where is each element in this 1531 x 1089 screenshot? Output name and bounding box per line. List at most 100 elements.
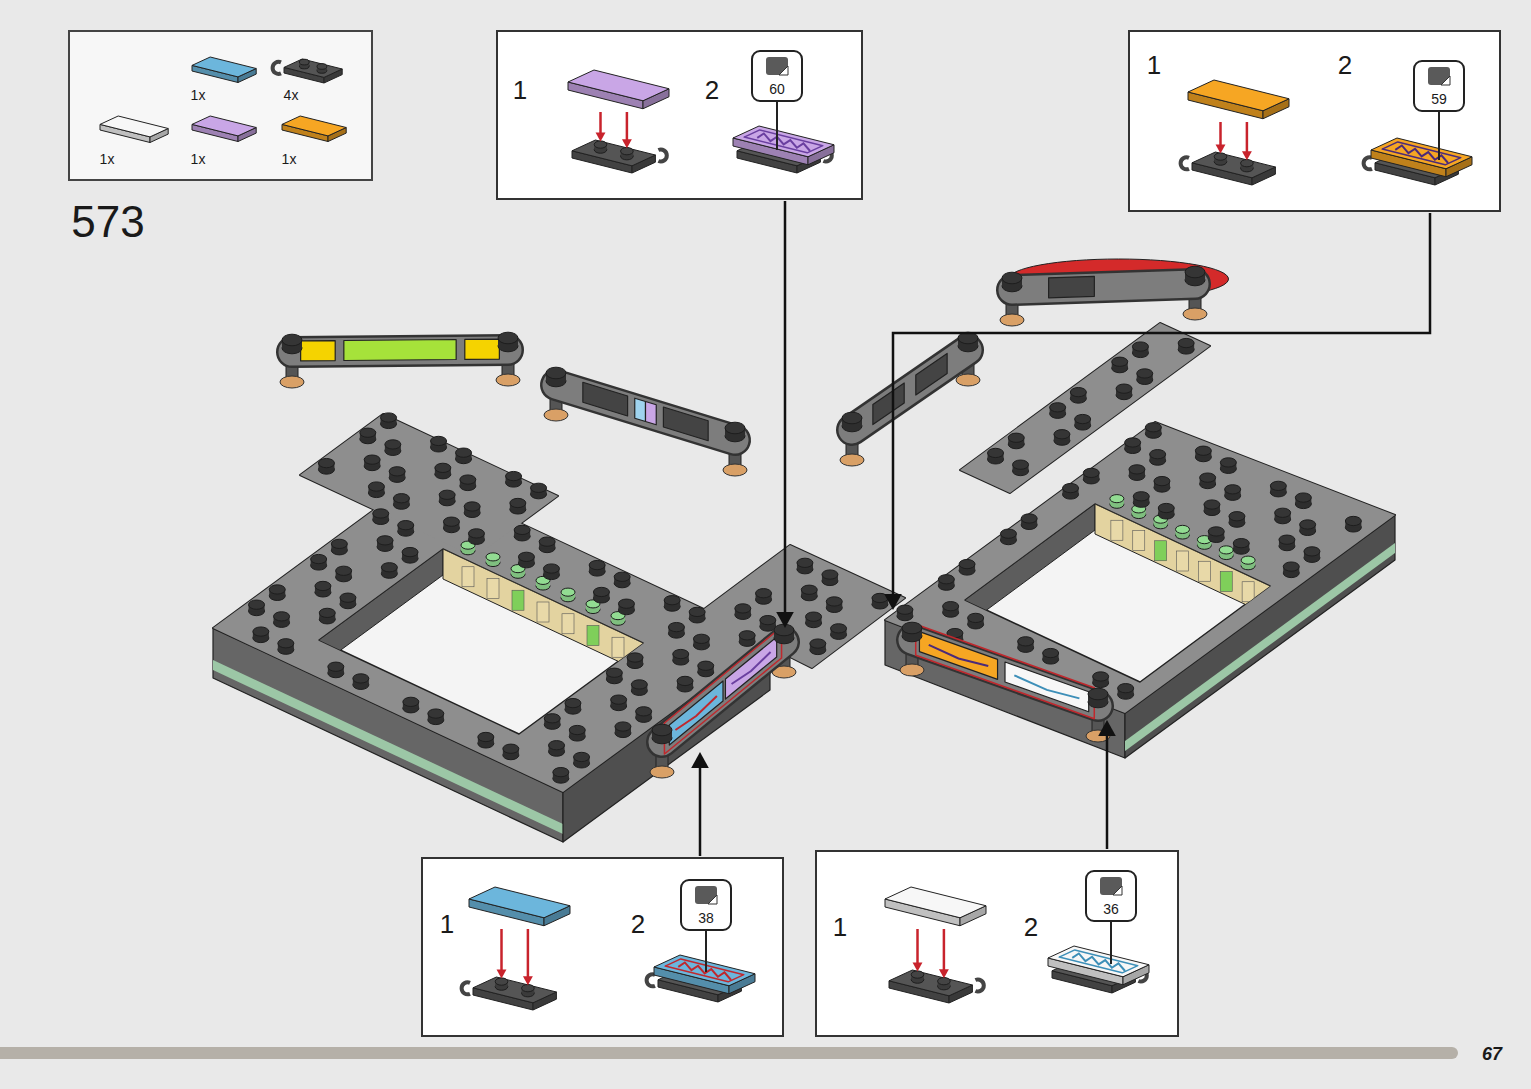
stud-top [1178,338,1194,347]
sticker-leader [705,931,707,972]
stickered-tile [654,955,755,986]
stud-top [1129,465,1145,474]
press-arrow [500,929,503,973]
stud-top [621,148,634,155]
sticker-print [1059,950,1138,973]
stud-top [1110,495,1124,503]
stud-top [668,622,684,631]
round-base [280,376,304,388]
stud-top [398,521,414,530]
press-arrow [1219,122,1222,148]
sticker-leader [1110,922,1112,964]
round-base [650,766,674,778]
arrowhead [497,970,507,979]
stud-top [389,467,405,476]
leader-line [699,766,702,856]
plate-top [885,422,1395,713]
stud-top [1208,527,1224,536]
arrowhead [1098,720,1116,736]
stud-top [1043,648,1059,657]
parts-list-box: 1x4x1x1x1x [68,30,373,181]
opening-walls [319,549,643,673]
stud-top [514,525,530,534]
bar-tile [1005,662,1089,712]
stud-top [1054,430,1070,439]
stud-top [739,631,755,640]
sticker-icon-curl [779,66,788,75]
stud-top [1279,535,1295,544]
part-quantity: 1x [282,152,297,166]
bar-tile [583,382,628,416]
stud-top [959,559,975,568]
stud-top [677,676,693,685]
inner-wall [319,549,443,666]
stud-top [1204,500,1220,509]
stud-top [574,752,590,761]
sub-step-number: 1 [513,77,527,103]
round-base [496,374,520,386]
part-quantity: 1x [191,88,206,102]
clip [273,62,281,74]
sticker-number: 59 [1431,92,1447,106]
leader-line [784,201,787,614]
stud-top [1195,446,1211,455]
stud-top [518,552,534,561]
press-arrow [1246,122,1249,154]
arrowhead [1216,145,1226,154]
stud-top [1116,384,1132,393]
part-tile [100,116,168,137]
bar-tile [873,383,904,425]
stud-top [627,653,643,662]
stud-top [1021,514,1037,523]
stud-top [611,695,627,704]
press-arrow [943,929,946,972]
stickered-tile [1371,138,1472,169]
bar [1012,284,1195,290]
stud-top [1295,493,1311,502]
stud-top [569,725,585,734]
stud-top [318,458,334,467]
part-tile [192,57,256,77]
page-progress-bar [0,1047,1458,1059]
sub-step-number: 2 [705,77,719,103]
stud-top [1304,547,1320,556]
sticker-number-box: 59 [1413,60,1465,112]
stud-top [831,624,847,633]
sticker-number: 38 [698,911,714,925]
sticker-icon [1100,877,1122,895]
plate-opening [965,504,1270,682]
stud-top [689,607,705,616]
part-tile [282,116,346,136]
round-base [544,409,568,421]
stud-top [673,649,689,658]
stud-top [1219,546,1233,554]
stud-top [760,615,776,624]
stud-top [1220,458,1236,467]
stud-top [1270,481,1286,490]
sub-build-art [682,881,734,933]
stud-top [531,483,547,492]
inner-brick [1220,572,1232,592]
stud-top [1137,369,1153,378]
inner-wall [1095,504,1270,616]
round-base [1183,308,1207,320]
stud-top [1158,503,1174,512]
sub-step-number: 2 [631,911,645,937]
sticker-icon-curl [708,895,717,904]
stud-top [282,334,302,346]
stud-top [1176,525,1190,533]
arrowhead [596,133,606,142]
plate-opening [319,549,643,734]
inner-brick [462,567,474,587]
stud-top [615,722,631,731]
round-base [900,664,924,676]
stud-top [938,978,951,985]
arrowhead [776,612,794,628]
stud-top [1013,460,1029,469]
clip [975,980,983,992]
callout-leaders [691,201,1430,856]
stud-top [253,627,269,636]
inner-brick [537,602,549,622]
sub-build-art [1087,872,1139,924]
sub-step-number: 2 [1024,914,1038,940]
